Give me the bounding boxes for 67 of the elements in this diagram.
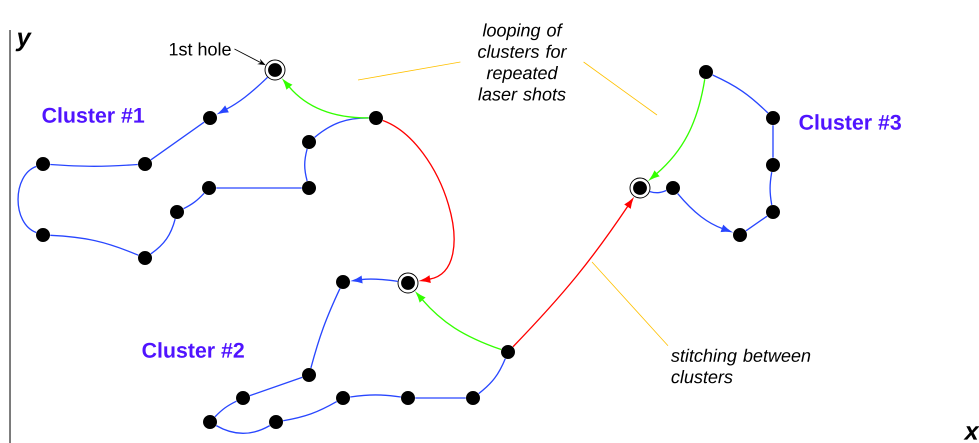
path-arrow: [218, 76, 268, 114]
hole-dot: [302, 135, 316, 149]
hole-dot: [302, 181, 316, 195]
hole-marker: [630, 178, 650, 198]
hole-dot: [269, 415, 283, 429]
hole-dot: [36, 157, 50, 171]
hole-dot: [699, 65, 713, 79]
hole-dot: [202, 181, 216, 195]
path-arrow: [352, 276, 398, 284]
path-arrow: [677, 193, 731, 232]
hole-dot: [766, 111, 780, 125]
path-line: [250, 376, 302, 396]
path-line: [350, 394, 401, 398]
path-line: [304, 148, 308, 182]
path-line: [712, 74, 768, 114]
hole-dot: [138, 157, 152, 171]
path-line: [150, 122, 204, 160]
path-line: [50, 164, 138, 167]
path-line: [17, 166, 36, 234]
path-line: [746, 216, 768, 232]
hole-dot: [733, 228, 747, 242]
hole-dot: [203, 111, 217, 125]
hole-marker: [398, 272, 418, 294]
path-line: [216, 187, 302, 189]
path-line: [150, 218, 176, 254]
path-arrow: [283, 80, 369, 119]
hole-dot: [336, 275, 350, 289]
hole-dot: [666, 181, 680, 195]
cluster-label: Cluster #2: [142, 342, 244, 358]
hole-dot: [766, 158, 780, 172]
leader-line: [358, 62, 461, 80]
path-line: [772, 125, 774, 158]
hole-dot: [466, 391, 480, 405]
path-line: [216, 425, 270, 434]
path-arrow: [512, 198, 634, 348]
cluster-label: Cluster #1: [42, 107, 144, 123]
hole-dot: [236, 391, 250, 405]
cluster-label: Cluster #3: [799, 114, 901, 130]
path-line: [50, 234, 139, 256]
path-line: [478, 358, 506, 394]
path-line: [769, 172, 772, 205]
hole-dot: [766, 205, 780, 219]
hole-dot: [138, 251, 152, 265]
path-arrow: [416, 292, 502, 350]
hole-dot: [501, 345, 515, 359]
path-arrow: [650, 79, 706, 180]
path-line: [183, 192, 205, 210]
hole-dot: [36, 228, 50, 242]
hole-dot: [336, 391, 350, 405]
path-arrow: [382, 120, 455, 283]
hole-dot: [170, 205, 184, 219]
path-line: [310, 288, 341, 368]
hole-marker: [264, 60, 286, 80]
hole-dot: [369, 111, 383, 125]
path-line: [415, 397, 466, 399]
path-line: [214, 400, 237, 418]
annotation-text: looping of clusters for repeated laser shots: [478, 23, 568, 101]
path-line: [650, 190, 666, 194]
annotation-text: 1st hole: [170, 42, 231, 56]
axis-label: y: [16, 32, 32, 52]
leader-line: [592, 262, 668, 346]
annotation-text: stitching between clusters: [670, 348, 810, 384]
leader-line: [583, 62, 658, 116]
hole-dot: [401, 391, 415, 405]
hole-dot: [203, 415, 217, 429]
path-line: [283, 401, 338, 422]
hole-dot: [302, 368, 316, 382]
